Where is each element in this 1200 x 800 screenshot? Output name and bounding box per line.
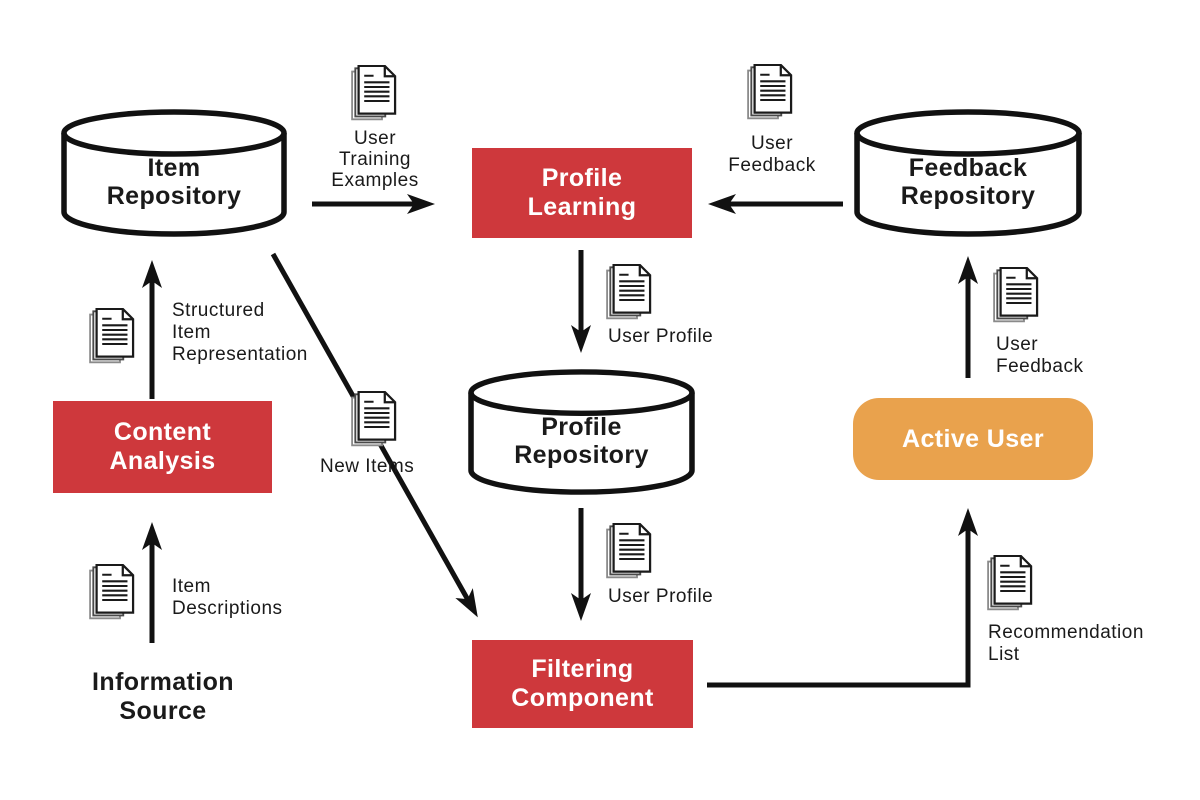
flow-label-user-feedback-top: User Feedback xyxy=(728,133,816,176)
document-stack-icon xyxy=(89,564,136,622)
item-repository-label: Item Repository xyxy=(106,154,242,210)
document-stack-icon xyxy=(606,523,653,581)
document-stack-icon xyxy=(747,64,794,122)
flow-label-structured-item-representation: Structured Item Representation xyxy=(172,300,308,365)
flow-label-user-training-examples: User Training Examples xyxy=(331,128,419,191)
document-stack-icon xyxy=(351,391,398,449)
flow-label-item-descriptions: Item Descriptions xyxy=(172,576,283,619)
flow-label-user-feedback-right: User Feedback xyxy=(996,334,1084,377)
document-stack-icon xyxy=(89,308,136,366)
document-stack-icon xyxy=(987,555,1034,613)
flow-label-new-items: New Items xyxy=(320,456,415,477)
item-repository-node: Item Repository xyxy=(60,108,288,238)
profile-repository-label: Profile Repository xyxy=(514,413,649,469)
document-stack-icon xyxy=(606,264,653,322)
flow-label-recommendation-list: Recommendation List xyxy=(988,622,1144,665)
flow-label-user-profile-bottom: User Profile xyxy=(608,586,714,607)
feedback-repository-node: Feedback Repository xyxy=(853,108,1083,238)
document-stack-icon xyxy=(351,65,398,123)
filtering-component-node: Filtering Component xyxy=(472,640,693,728)
feedback-repository-label: Feedback Repository xyxy=(900,154,1036,210)
profile-learning-node: Profile Learning xyxy=(472,148,692,238)
profile-repository-node: Profile Repository xyxy=(467,368,696,496)
document-stack-icon xyxy=(993,267,1040,325)
information-source-node: Information Source xyxy=(92,668,234,725)
arrow-filtering-component-to-active-user xyxy=(707,508,978,688)
flow-label-user-profile-top: User Profile xyxy=(608,326,714,347)
content-analysis-node: Content Analysis xyxy=(53,401,272,493)
active-user-node: Active User xyxy=(853,398,1093,480)
